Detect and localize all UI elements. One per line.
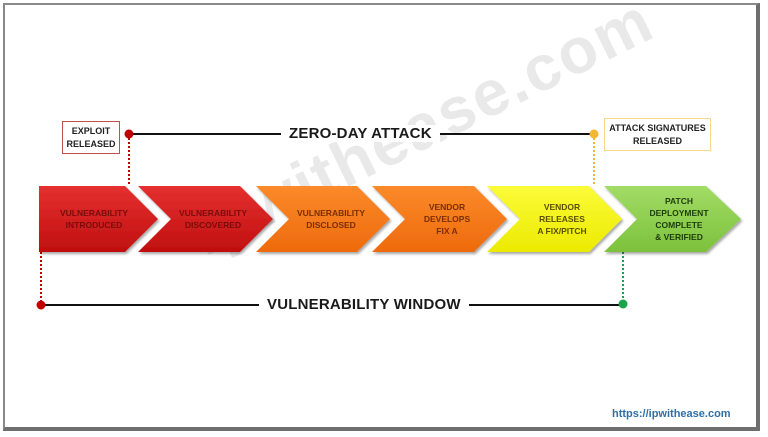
- stage-3-chevron: [256, 186, 390, 252]
- stage-3-label: VULNERABILITY DISCLOSED: [284, 186, 378, 252]
- window-start-dot: [36, 300, 46, 310]
- vulnerability-window-title: VULNERABILITY WINDOW: [259, 296, 469, 313]
- stage-1-label: VULNERABILITY INTRODUCED: [44, 186, 144, 252]
- stage-5-line3: A FIX/PITCH: [537, 226, 587, 236]
- exploit-callout-line1: EXPLOIT: [71, 125, 111, 136]
- signatures-callout-line1: ATTACK SIGNATURES: [609, 122, 706, 133]
- stage-6-line4: & VERIFIED: [655, 232, 703, 242]
- zero-day-attack-title: ZERO-DAY ATTACK: [281, 125, 440, 142]
- stage-5-line1: VENDOR: [543, 202, 581, 212]
- stage-5-label: VENDOR RELEASES A FIX/PITCH: [515, 186, 609, 252]
- stage-4-line1: VENDOR: [428, 202, 466, 212]
- stage-2-line2: DISCOVERED: [184, 220, 242, 230]
- exploit-released-callout: EXPLOIT RELEASED: [62, 121, 120, 154]
- signatures-dot: [589, 129, 599, 139]
- stage-6-line1: PATCH: [664, 196, 693, 206]
- stage-3-line1: VULNERABILITY: [297, 208, 365, 218]
- signatures-callout-line2: RELEASED: [632, 135, 682, 146]
- stage-1-line1: VULNERABILITY: [60, 208, 128, 218]
- stage-6-label: PATCH DEPLOYMENT COMPLETE & VERIFIED: [632, 186, 726, 252]
- stage-2-chevron: [138, 186, 273, 252]
- stage-1-chevron: [39, 186, 158, 252]
- stage-6-chevron: [604, 186, 741, 252]
- source-url-link[interactable]: https://ipwithease.com: [612, 408, 731, 420]
- stage-4-label: VENDOR DEVELOPS FIX A: [400, 186, 494, 252]
- window-end-dot: [618, 299, 628, 309]
- attack-signatures-callout: ATTACK SIGNATURES RELEASED: [604, 118, 711, 151]
- stage-3-line2: DISCLOSED: [306, 220, 356, 230]
- stage-1-line2: INTRODUCED: [65, 220, 123, 230]
- stage-6-line2: DEPLOYMENT: [649, 208, 709, 218]
- stage-4-line2: DEVELOPS: [423, 214, 471, 224]
- exploit-callout-line2: RELEASED: [66, 138, 116, 149]
- exploit-dot: [124, 129, 134, 139]
- stage-5-line2: RELEASES: [539, 214, 585, 224]
- stage-2-line1: VULNERABILITY: [179, 208, 247, 218]
- stage-4-chevron: [372, 186, 507, 252]
- stage-2-label: VULNERABILITY DISCOVERED: [166, 186, 260, 252]
- stage-5-chevron: [487, 186, 622, 252]
- stage-4-line3: FIX A: [436, 226, 458, 236]
- stage-6-line3: COMPLETE: [655, 220, 703, 230]
